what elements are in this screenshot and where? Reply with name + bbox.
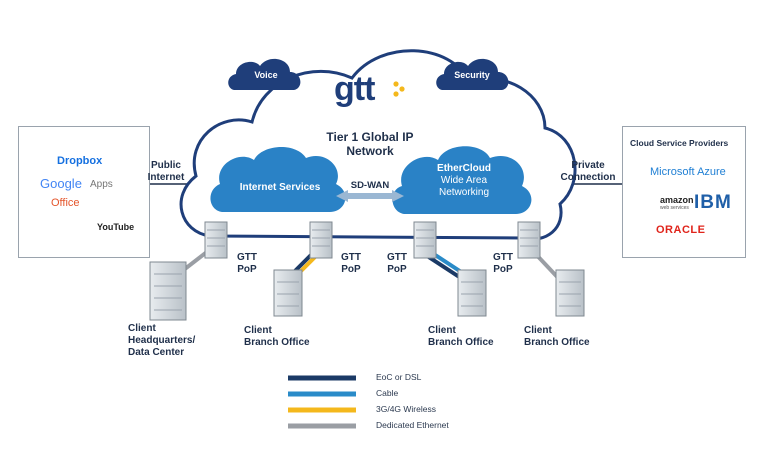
legend-label-cable: Cable: [376, 388, 399, 398]
client-branch-building-3: [555, 269, 585, 317]
client-branch-building-1: [273, 269, 303, 317]
client-branch-building-2: [457, 269, 487, 317]
voice-cloud: [228, 58, 301, 90]
internet-services-label: Internet Services: [239, 182, 321, 193]
oracle-logo: ORACLE: [656, 224, 706, 236]
security-cloud: [436, 58, 509, 90]
pop-rack-1: [204, 221, 228, 259]
saas-apps-box: [18, 126, 150, 258]
cloud-providers-title: Cloud Service Providers: [630, 138, 729, 148]
legend-label-wireless: 3G/4G Wireless: [376, 404, 436, 414]
amazon-logo: amazon: [660, 195, 694, 205]
google-apps-label: Apps: [90, 179, 113, 190]
dropbox-logo: Dropbox: [57, 155, 103, 167]
voice-label: Voice: [254, 70, 278, 80]
facebook-logo: f: [104, 151, 110, 168]
gtt-logo: gtt: [334, 70, 375, 108]
sdwan-arrow: [336, 190, 404, 202]
pop-rack-4: [517, 221, 541, 259]
salesforce-label: salesforce: [42, 224, 70, 230]
sdwan-label: SD-WAN: [350, 180, 390, 191]
ibm-logo: IBM: [694, 192, 732, 213]
cloud-providers-box: [622, 126, 746, 258]
security-label: Security: [454, 70, 490, 80]
azure-logo: Microsoft Azure: [650, 166, 726, 178]
internet-services-cloud: [210, 146, 346, 212]
sap-label: SAP: [94, 199, 115, 210]
pop-rack-2: [309, 221, 333, 259]
legend-label-eoc: EoC or DSL: [376, 372, 422, 382]
pop-rack-3: [413, 221, 437, 259]
google-logo: Google: [40, 176, 82, 191]
legend: [288, 375, 356, 429]
gtt-logo-dot: [393, 81, 399, 87]
gtt-logo-dot: [399, 86, 405, 92]
office-logo: Office: [51, 197, 80, 209]
client-hq-building: [149, 261, 187, 321]
legend-label-ethernet: Dedicated Ethernet: [376, 420, 449, 430]
gtt-logo-dot: [393, 91, 399, 97]
youtube-logo: YouTube: [97, 222, 135, 232]
aws-sub-label: web services: [660, 205, 689, 211]
ethercloud-cloud: [392, 146, 532, 214]
ethercloud-label: EtherCloud Wide Area Networking: [437, 163, 491, 198]
